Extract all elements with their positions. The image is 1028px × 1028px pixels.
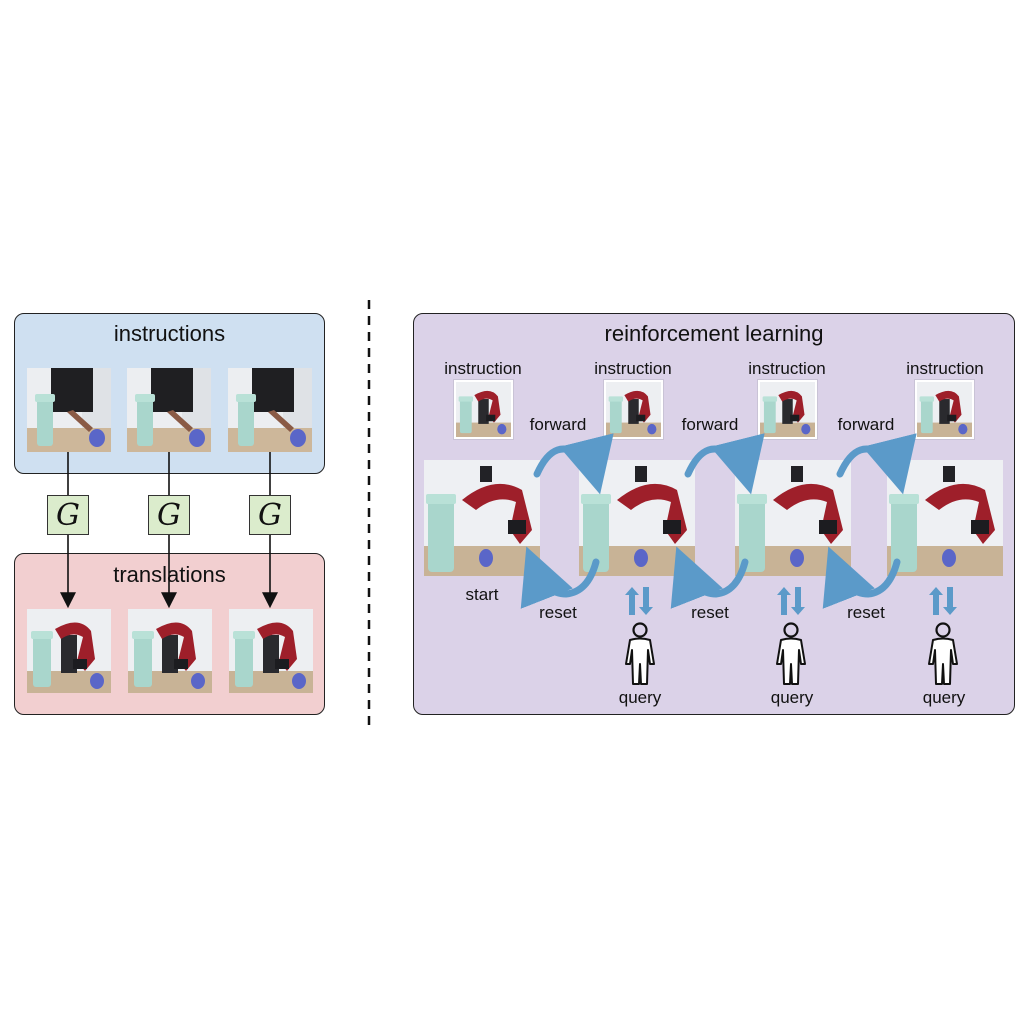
instruction-image-3: [228, 368, 312, 452]
instructions-title: instructions: [113, 321, 226, 346]
instruction-label-4: instruction: [906, 359, 984, 378]
forward-label-1: forward: [529, 415, 587, 434]
robot-state-2: [579, 460, 695, 576]
up-down-arrows-icon: [927, 585, 959, 617]
translator-g-box-3: G: [249, 495, 291, 535]
instruction-label-1: instruction: [444, 359, 522, 378]
forward-label-2: forward: [681, 415, 739, 434]
robot-state-4: [887, 460, 1003, 576]
translator-g-box-1: G: [47, 495, 89, 535]
reset-label-3: reset: [847, 603, 885, 622]
instruction-thumbnail-2: [604, 380, 663, 439]
translator-g-box-2: G: [148, 495, 190, 535]
instruction-thumbnail-1: [454, 380, 513, 439]
query-label-2: query: [770, 688, 814, 707]
up-down-arrows-icon: [623, 585, 655, 617]
query-label-3: query: [922, 688, 966, 707]
start-label: start: [465, 585, 499, 604]
translation-image-2: [128, 609, 212, 693]
translation-image-3: [229, 609, 313, 693]
person-icon: [620, 622, 660, 686]
instruction-image-2: [127, 368, 211, 452]
query-label-1: query: [618, 688, 662, 707]
up-down-arrows-icon: [775, 585, 807, 617]
translations-title: translations: [113, 562, 226, 587]
robot-state-3: [735, 460, 851, 576]
person-icon: [923, 622, 963, 686]
reset-label-1: reset: [539, 603, 577, 622]
instruction-thumbnail-4: [915, 380, 974, 439]
reset-label-2: reset: [691, 603, 729, 622]
reinforcement-learning-title: reinforcement learning: [604, 321, 824, 346]
instruction-thumbnail-3: [758, 380, 817, 439]
robot-state-start: [424, 460, 540, 576]
forward-label-3: forward: [837, 415, 895, 434]
person-icon: [771, 622, 811, 686]
instruction-image-1: [27, 368, 111, 452]
translation-image-1: [27, 609, 111, 693]
instruction-label-2: instruction: [594, 359, 672, 378]
instruction-label-3: instruction: [748, 359, 826, 378]
